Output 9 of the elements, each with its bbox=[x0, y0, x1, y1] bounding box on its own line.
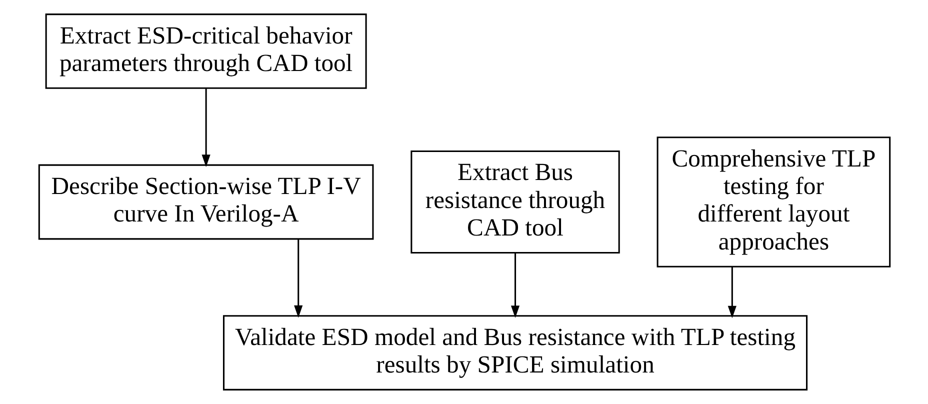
node-box: Extract ESD-critical behavior parameters through CAD tool bbox=[44, 14, 366, 89]
arrow bbox=[727, 266, 736, 318]
node-box: Extract Bus resistance through CAD tool bbox=[410, 150, 620, 254]
arrow bbox=[510, 253, 520, 318]
arrow bbox=[294, 239, 302, 318]
arrow bbox=[201, 88, 210, 167]
node-box: Comprehensive TLP testing for different layout approaches bbox=[656, 136, 890, 268]
node-box: Validate ESD model and Bus resistance with TLP testing results by SPICE simulation bbox=[222, 315, 808, 390]
node-box: Describe Section-wise TLP I-V curve In Verilog-A bbox=[38, 164, 374, 240]
